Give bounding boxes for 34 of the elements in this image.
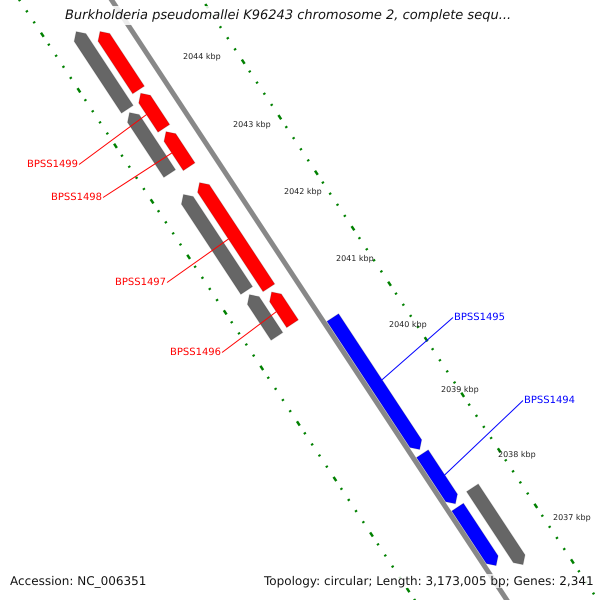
gene-label: BPSS1494 xyxy=(524,395,576,406)
gene-label: BPSS1496 xyxy=(170,347,222,358)
gene-feature xyxy=(197,182,276,292)
gene-feature xyxy=(269,291,300,328)
gene-feature xyxy=(416,449,458,504)
gene-feature xyxy=(164,131,196,172)
gene-feature xyxy=(466,483,526,566)
gene-feature xyxy=(180,194,254,296)
tick-label: 2043 kbp xyxy=(233,120,271,129)
leader-line xyxy=(382,317,454,380)
gene-feature xyxy=(74,31,134,114)
genome-info-text: Topology: circular; Length: 3,173,005 bp; Genes: 2,341 xyxy=(262,574,596,588)
gene-feature xyxy=(138,92,170,133)
leader-line xyxy=(102,152,172,198)
gene-label: BPSS1495 xyxy=(454,312,506,323)
leader-line xyxy=(166,238,229,283)
gene-label: BPSS1497 xyxy=(115,277,166,288)
gene-label: BPSS1499 xyxy=(27,159,78,170)
gene-feature xyxy=(127,112,176,178)
tick-label: 2044 kbp xyxy=(183,52,221,61)
tick-label: 2039 kbp xyxy=(441,385,479,394)
accession-text: Accession: NC_006351 xyxy=(8,574,148,588)
tick-label: 2040 kbp xyxy=(389,320,427,329)
tick-label: 2042 kbp xyxy=(284,187,322,196)
gene-label: BPSS1498 xyxy=(51,192,102,203)
tick-label: 2041 kbp xyxy=(336,254,374,263)
leader-line xyxy=(222,311,277,353)
leader-line xyxy=(78,114,147,165)
tick-label: 2038 kbp xyxy=(498,450,536,459)
gene-feature xyxy=(246,294,284,341)
leader-line xyxy=(444,400,524,476)
tick-label: 2037 kbp xyxy=(553,513,591,522)
gene-feature xyxy=(98,30,146,94)
gene-feature xyxy=(451,502,499,566)
